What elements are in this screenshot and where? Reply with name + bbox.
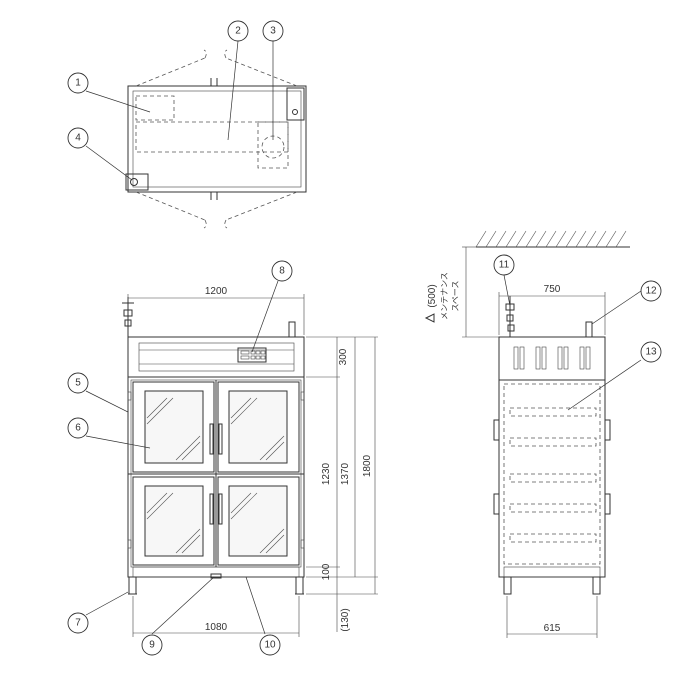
svg-text:11: 11: [499, 260, 510, 271]
svg-text:8: 8: [279, 266, 285, 277]
front-dimensions: 1200 1080 300 1230 1370 1800 100 (130): [127, 286, 378, 637]
top-view-inner: [132, 90, 302, 188]
handle-top-left: [209, 423, 214, 455]
top-view-body: [127, 85, 307, 193]
callout-2: 2: [227, 20, 249, 42]
svg-text:2: 2: [235, 26, 241, 37]
callout-9: 9: [141, 634, 163, 656]
leg-left: [128, 576, 137, 595]
callouts: 1 2 3 4 5 6 7 8: [67, 20, 662, 656]
svg-text:4: 4: [75, 133, 81, 144]
dim-leg-height: (130): [340, 608, 351, 631]
top-view-unit-outline: [135, 95, 175, 121]
side-view: [475, 230, 630, 595]
svg-text:5: 5: [75, 378, 81, 389]
maintenance-space-label-1: メンテナンス: [440, 272, 449, 320]
maintenance-space-label-2: スペース: [451, 280, 460, 311]
handle-bottom-right: [218, 493, 223, 525]
handle-bottom-left: [209, 493, 214, 525]
callout-11: 11: [493, 254, 515, 276]
callout-4: 4: [67, 127, 89, 149]
callout-12: 12: [640, 280, 662, 302]
svg-text:7: 7: [75, 618, 81, 629]
dim-front-width: 1200: [205, 286, 228, 297]
callout-10: 10: [259, 634, 281, 656]
svg-text:3: 3: [270, 26, 276, 37]
callout-8: 8: [271, 260, 293, 282]
callout-5: 5: [67, 372, 89, 394]
dim-top-section: 300: [338, 348, 349, 365]
side-dimensions: 750 615 (500) メンテナンス スペース: [424, 246, 606, 638]
svg-text:12: 12: [645, 286, 657, 297]
handle-top-right: [218, 423, 223, 455]
dim-maintenance-space: (500): [427, 284, 438, 307]
side-view-post: [585, 321, 593, 338]
callout-leaders: [85, 40, 642, 635]
dim-front-base-width: 1080: [205, 622, 228, 633]
front-view-top-panel: [138, 342, 295, 372]
callout-7: 7: [67, 612, 89, 634]
front-view-controller: [237, 347, 267, 363]
leg-right: [295, 576, 304, 595]
dim-base-height: 100: [321, 563, 332, 580]
front-view: [122, 297, 305, 595]
door-top-right: [217, 381, 300, 473]
callout-1: 1: [67, 72, 89, 94]
dim-total-height: 1800: [362, 454, 373, 477]
svg-text:9: 9: [149, 640, 155, 651]
top-view: [125, 49, 307, 229]
callout-6: 6: [67, 417, 89, 439]
glass-top-left: [144, 390, 204, 464]
svg-text:13: 13: [645, 347, 657, 358]
svg-text:1: 1: [75, 78, 81, 89]
door-bottom-right: [217, 476, 300, 566]
svg-text:10: 10: [264, 640, 276, 651]
top-view-control-box: [286, 87, 305, 121]
dim-body-height: 1370: [340, 462, 351, 485]
top-view-evaporator-outline: [135, 121, 289, 153]
dim-door-height: 1230: [321, 462, 332, 485]
front-view-base: [132, 566, 300, 578]
top-view-thermometer: [125, 173, 149, 191]
side-view-fitting: [505, 303, 515, 311]
door-bottom-left: [132, 476, 215, 566]
glass-bottom-right: [228, 485, 288, 557]
glass-bottom-left: [144, 485, 204, 557]
warning-icon: [424, 313, 435, 323]
dim-side-depth: 750: [544, 284, 561, 295]
callout-3: 3: [262, 20, 284, 42]
callout-13: 13: [640, 341, 662, 363]
dim-side-base-depth: 615: [544, 623, 561, 634]
svg-text:6: 6: [75, 423, 81, 434]
glass-top-right: [228, 390, 288, 464]
side-view-body: [498, 336, 606, 578]
side-view-shelf: [509, 407, 597, 417]
door-top-left: [132, 381, 215, 473]
